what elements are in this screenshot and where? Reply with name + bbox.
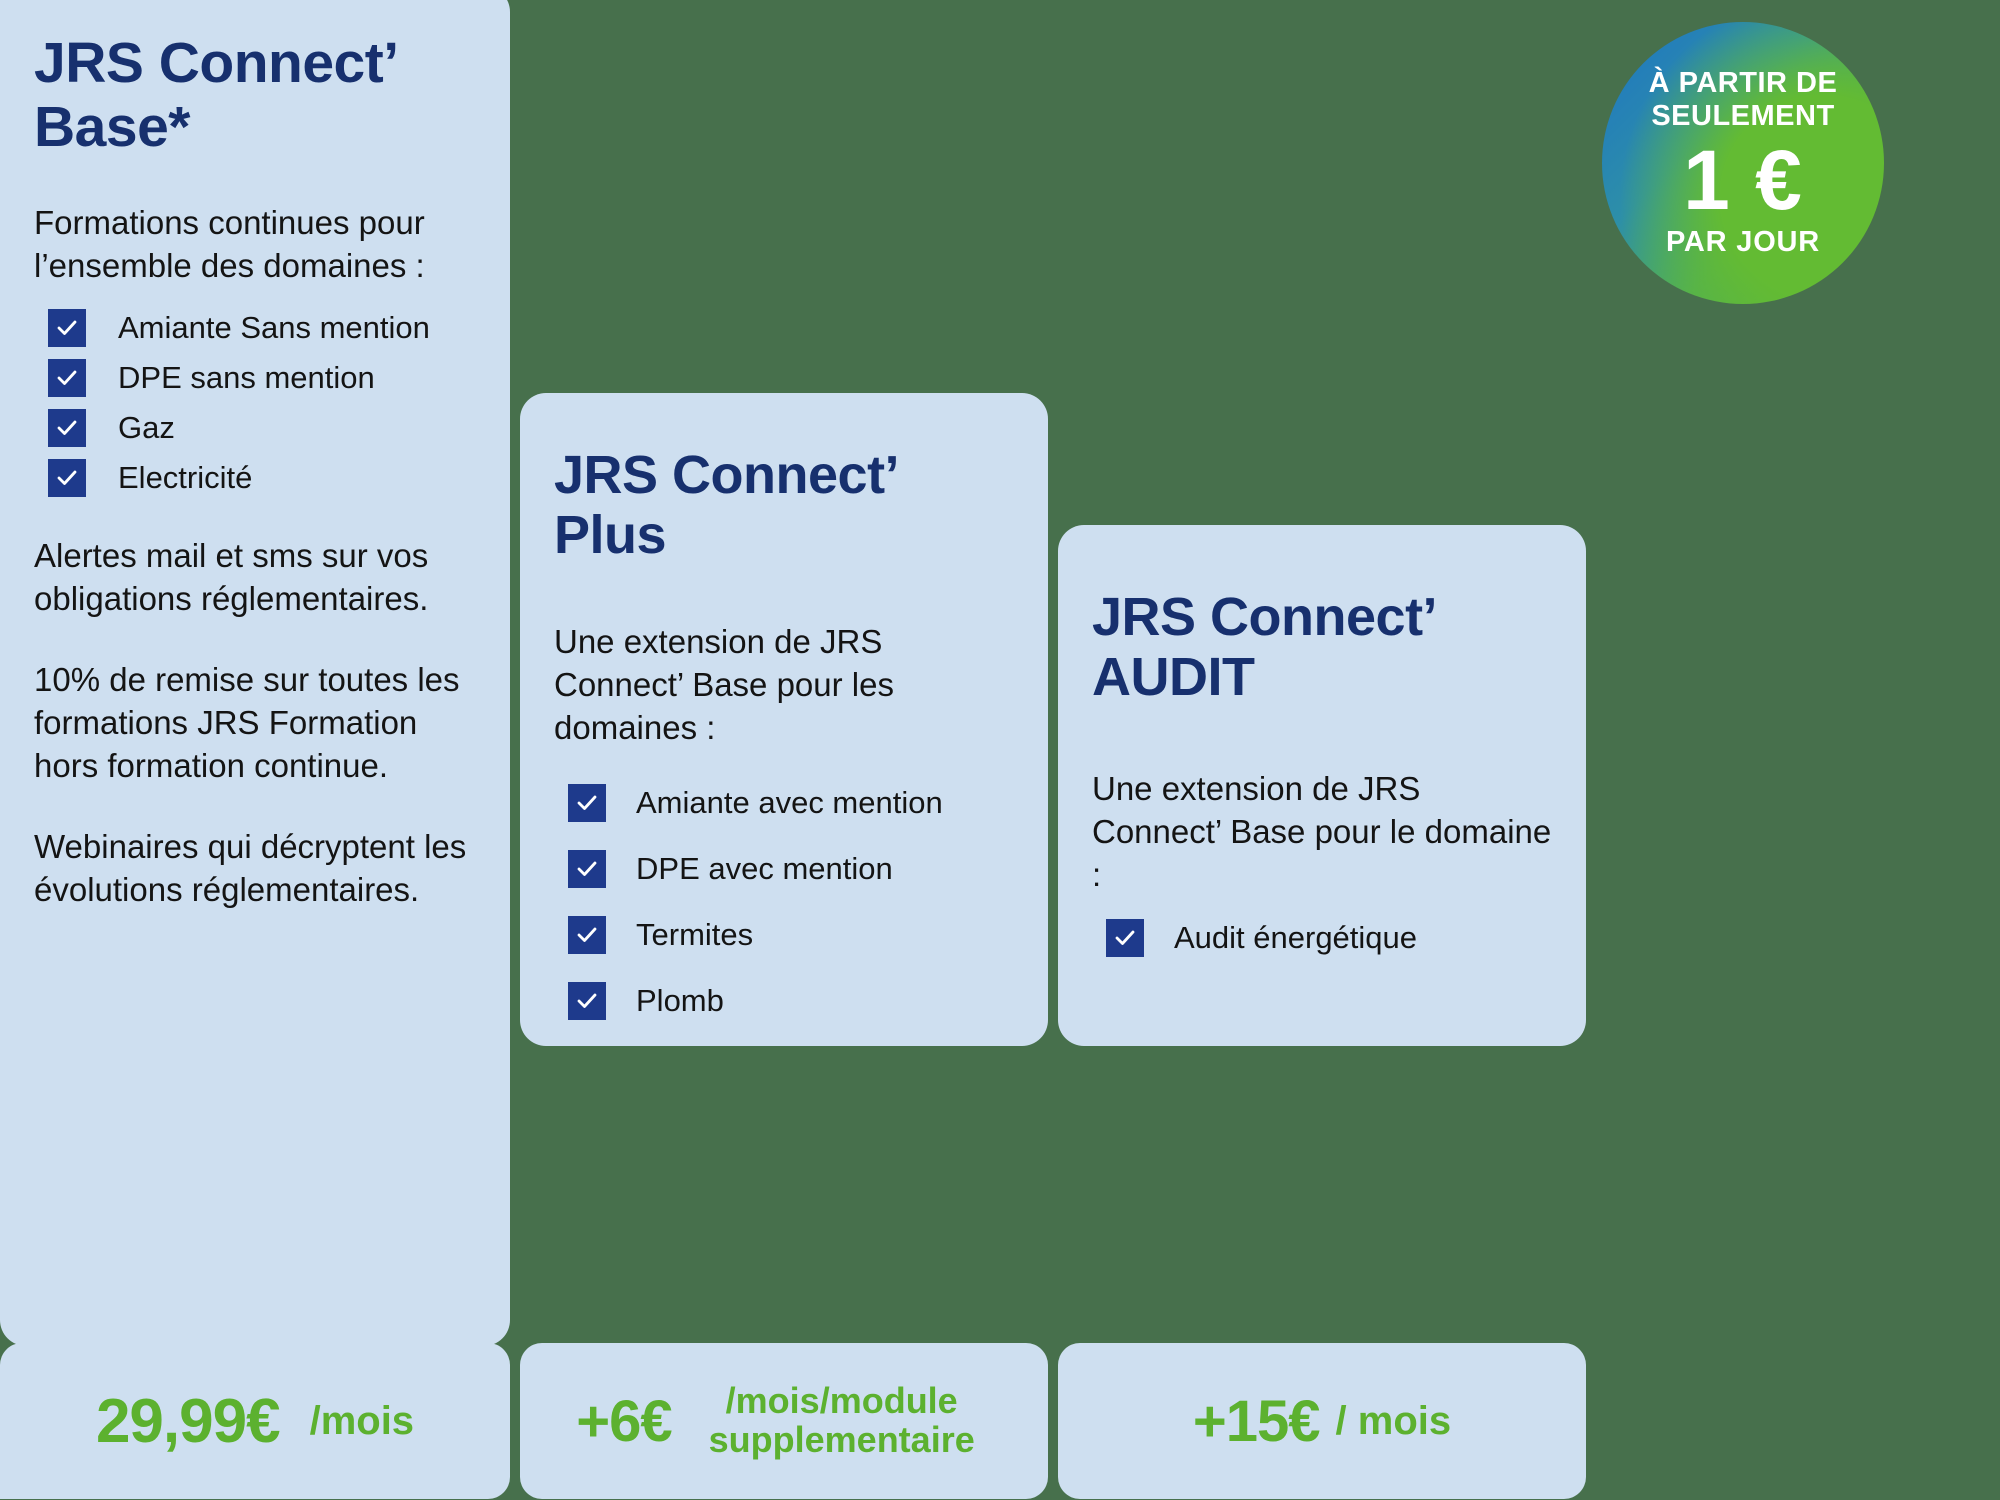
check-icon	[48, 409, 86, 448]
list-item: Audit énergétique	[1092, 918, 1552, 957]
card-paragraph-alerts: Alertes mail et sms sur vos obligations …	[34, 537, 429, 618]
price-amount: +6€	[576, 1388, 672, 1454]
price-footer-base[interactable]: 29,99€ /mois	[0, 1343, 510, 1499]
card-title-plus: JRS Connect’ Plus	[554, 445, 897, 566]
pricing-card-audit[interactable]: JRS Connect’ AUDIT Une extension de JRS …	[1058, 525, 1586, 1046]
price-unit: /mois	[309, 1398, 415, 1443]
check-icon	[568, 981, 606, 1020]
check-icon	[1106, 918, 1144, 957]
price-unit: / mois	[1335, 1398, 1452, 1443]
feature-label: Amiante avec mention	[636, 784, 943, 820]
check-icon	[568, 849, 606, 888]
pricing-card-base[interactable]: JRS Connect’ Base* Formations continues …	[0, 0, 510, 1346]
feature-label: Plomb	[636, 982, 724, 1018]
price-amount: +15€	[1192, 1388, 1321, 1454]
feature-label: DPE avec mention	[636, 850, 893, 886]
badge-line-2: SEULEMENT	[1651, 99, 1835, 132]
check-icon	[48, 309, 86, 348]
price-footer-plus[interactable]: +6€ /mois/module supplementaire	[520, 1343, 1048, 1499]
feature-label: Electricité	[118, 460, 253, 496]
feature-list-plus: Amiante avec mention DPE avec mention Te…	[554, 783, 1014, 1020]
check-icon	[48, 359, 86, 398]
badge-line-1: À PARTIR DE	[1648, 67, 1838, 100]
card-description-audit: Une extension de JRS Connect’ Base pour …	[1092, 769, 1552, 893]
card-title-audit: JRS Connect’ AUDIT	[1092, 587, 1435, 708]
list-item: Amiante Sans mention	[34, 309, 476, 348]
card-paragraph-webinars: Webinaires qui décryptent les évolutions…	[34, 827, 467, 908]
card-description-base: Formations continues pour l’ensemble des…	[34, 203, 425, 284]
feature-label: Amiante Sans mention	[118, 310, 430, 346]
check-icon	[568, 915, 606, 954]
list-item: Electricité	[34, 459, 476, 498]
promo-badge: À PARTIR DE SEULEMENT 1 € PAR JOUR	[1602, 22, 1884, 304]
badge-line-3: PAR JOUR	[1665, 225, 1821, 258]
feature-label: DPE sans mention	[118, 360, 375, 396]
price-amount: 29,99€	[95, 1386, 281, 1456]
list-item: DPE sans mention	[34, 359, 476, 398]
check-icon	[48, 459, 86, 498]
feature-label: Audit énergétique	[1174, 919, 1418, 955]
badge-price: 1 €	[1683, 132, 1803, 227]
card-title-base: JRS Connect’ Base*	[34, 31, 396, 159]
card-paragraph-discount: 10% de remise sur toutes les formations …	[34, 661, 460, 784]
list-item: Gaz	[34, 409, 476, 448]
feature-list-audit: Audit énergétique	[1092, 918, 1552, 957]
pricing-card-plus[interactable]: JRS Connect’ Plus Une extension de JRS C…	[520, 393, 1048, 1046]
list-item: Amiante avec mention	[554, 783, 1014, 822]
price-footer-audit[interactable]: +15€ / mois	[1058, 1343, 1586, 1499]
card-description-plus: Une extension de JRS Connect’ Base pour …	[554, 622, 894, 746]
feature-list-base: Amiante Sans mention DPE sans mention Ga…	[34, 309, 476, 498]
feature-label: Gaz	[118, 410, 175, 446]
list-item: DPE avec mention	[554, 849, 1014, 888]
list-item: Plomb	[554, 981, 1014, 1020]
list-item: Termites	[554, 915, 1014, 954]
price-unit: /mois/module supplementaire	[708, 1380, 975, 1460]
check-icon	[568, 783, 606, 822]
feature-label: Termites	[636, 916, 754, 952]
